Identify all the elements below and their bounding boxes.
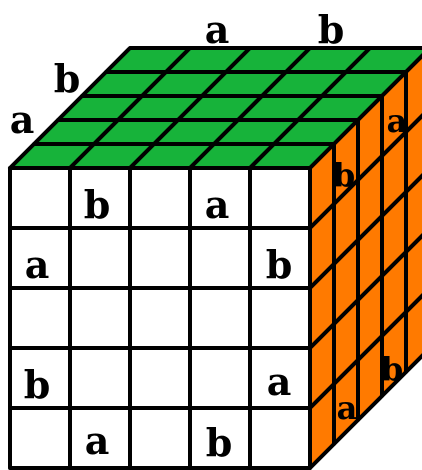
top-edge-label-a: a bbox=[205, 7, 230, 52]
front-cell-r4c1-label: b bbox=[24, 362, 51, 407]
front-face-cell bbox=[8, 286, 72, 350]
front-face-cell bbox=[128, 166, 192, 230]
front-face-cell bbox=[68, 286, 132, 350]
side-face-cell bbox=[404, 293, 422, 374]
front-face-cell bbox=[248, 166, 312, 230]
side-cell-lower-a-label: a bbox=[337, 389, 358, 427]
front-cell-r2c5-label: b bbox=[266, 242, 293, 287]
front-face-cell bbox=[68, 346, 132, 410]
front-cell-r1c2-label: b bbox=[84, 182, 111, 227]
side-cell-lower-b-label: b bbox=[381, 350, 403, 388]
front-face-cell bbox=[128, 406, 192, 470]
left-edge-label-b: b bbox=[54, 56, 81, 101]
front-face-cell bbox=[248, 286, 312, 350]
front-cell-r1c4-label: a bbox=[205, 182, 230, 227]
side-cell-upper-a-label: a bbox=[387, 102, 408, 140]
side-face-cell bbox=[404, 233, 422, 314]
side-face-cell bbox=[404, 173, 422, 254]
front-face-cell bbox=[8, 406, 72, 470]
top-edge-label-b: b bbox=[318, 7, 345, 52]
front-cell-r5c2-label: a bbox=[85, 418, 110, 463]
front-face-cell bbox=[188, 286, 252, 350]
left-edge-label-a: a bbox=[10, 97, 35, 142]
side-cell-upper-b-label: b bbox=[333, 156, 355, 194]
side-face-cell bbox=[404, 53, 422, 134]
front-cell-r2c1-label: a bbox=[25, 242, 50, 287]
front-face-cell bbox=[188, 226, 252, 290]
front-face-cell bbox=[68, 226, 132, 290]
front-face-cell bbox=[188, 346, 252, 410]
front-cell-r5c4-label: b bbox=[206, 420, 233, 465]
front-face-cell bbox=[248, 406, 312, 470]
top-face-cell bbox=[344, 46, 422, 74]
side-face-cell bbox=[404, 113, 422, 194]
front-face-cell bbox=[128, 286, 192, 350]
front-face-cell bbox=[128, 226, 192, 290]
front-cell-r4c5-label: a bbox=[267, 359, 292, 404]
front-face-cell bbox=[8, 166, 72, 230]
front-face-cell bbox=[128, 346, 192, 410]
cube-faces bbox=[8, 46, 422, 470]
